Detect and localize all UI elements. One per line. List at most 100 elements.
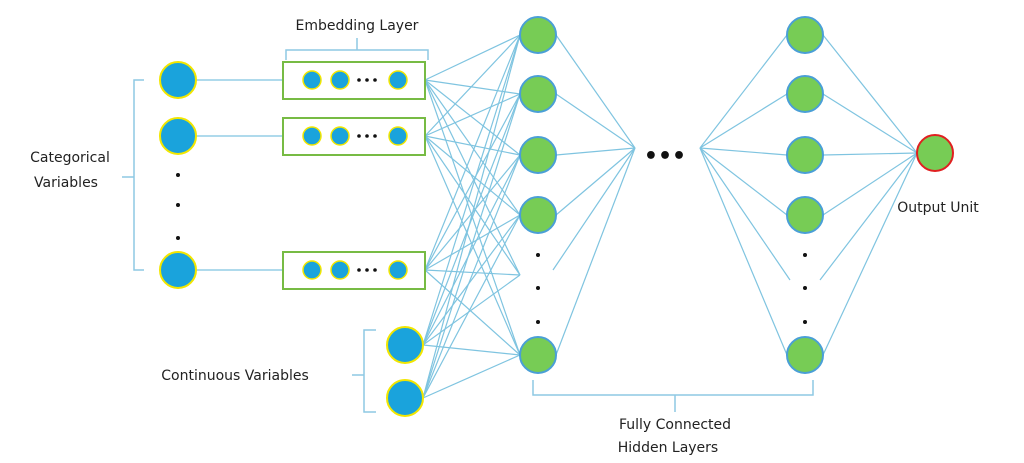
ellipsis-dot: [365, 78, 369, 82]
hidden-node-layer-2: [786, 16, 824, 54]
edge: [699, 34, 788, 149]
edge: [422, 354, 521, 399]
edge: [424, 135, 521, 276]
embedding-unit: [302, 126, 322, 146]
edge: [422, 214, 521, 399]
hidden-node-layer-2: [786, 136, 824, 174]
ellipsis-dot: [365, 134, 369, 138]
categorical-label-2: Variables: [34, 175, 98, 191]
embedding-unit: [330, 70, 350, 90]
edge: [422, 154, 521, 399]
ellipsis-dot: [176, 203, 180, 207]
edge: [424, 34, 521, 137]
edge: [822, 152, 918, 356]
continuous-input-node: [386, 326, 424, 364]
embedding-unit: [330, 126, 350, 146]
hidden-node-layer-2: [786, 196, 824, 234]
edge: [422, 274, 521, 346]
ellipsis-dot: [803, 320, 807, 324]
output-unit-label: Output Unit: [897, 200, 979, 216]
embedding-brace: [285, 38, 429, 60]
edge: [424, 93, 521, 137]
edge: [424, 269, 521, 356]
edge: [699, 147, 788, 356]
embedding-layer-label: Embedding Layer: [296, 18, 419, 34]
embedding-unit: [388, 126, 408, 146]
continuous-brace: [352, 329, 376, 413]
edge: [424, 34, 521, 271]
edge: [699, 147, 788, 216]
edge: [822, 152, 918, 216]
hidden-label-1: Fully Connected: [619, 417, 731, 433]
edge: [422, 34, 521, 346]
embedding-unit: [388, 70, 408, 90]
ellipsis-dot: [176, 236, 180, 240]
edge: [422, 93, 521, 346]
ellipsis-dot: [373, 78, 377, 82]
edge: [422, 34, 521, 399]
embedding-unit: [302, 70, 322, 90]
hidden-node-layer-1: [519, 136, 557, 174]
hidden-node-layer-1: [519, 16, 557, 54]
continuous-input-node: [386, 379, 424, 417]
embedding-unit: [302, 260, 322, 280]
hidden-node-layer-1: [519, 336, 557, 374]
categorical-input-node: [159, 61, 197, 99]
edge: [424, 93, 521, 271]
categorical-label-1: Categorical: [30, 150, 110, 166]
ellipsis-dot: [803, 253, 807, 257]
ellipsis-dot: [536, 253, 540, 257]
embedding-unit: [330, 260, 350, 280]
edge: [822, 152, 918, 156]
edge: [822, 93, 918, 154]
edge: [699, 93, 788, 149]
ellipsis-dot: [357, 78, 361, 82]
edge: [422, 93, 521, 399]
braces: [122, 38, 814, 413]
edge: [552, 147, 636, 271]
edge: [822, 34, 918, 154]
ellipsis-dot: [357, 134, 361, 138]
edge: [424, 269, 521, 276]
edge: [424, 135, 521, 356]
edge: [424, 34, 521, 81]
categorical-input-node: [159, 117, 197, 155]
ellipsis-dot: [536, 320, 540, 324]
edge: [422, 214, 521, 346]
edge: [699, 147, 788, 156]
continuous-label: Continuous Variables: [161, 368, 309, 384]
hidden-node-layer-1: [519, 75, 557, 113]
hidden-node-layer-2: [786, 336, 824, 374]
ellipsis-dot: [365, 268, 369, 272]
hidden-node-layer-1: [519, 196, 557, 234]
ellipsis-dot: [536, 286, 540, 290]
hidden-label-2: Hidden Layers: [618, 440, 718, 456]
edge: [424, 79, 521, 216]
ellipsis-dot: [373, 134, 377, 138]
categorical-input-node: [159, 251, 197, 289]
edge: [555, 147, 636, 356]
hidden-ellipsis: •••: [644, 144, 686, 169]
ellipsis-dot: [176, 173, 180, 177]
edge: [424, 79, 521, 156]
edge: [424, 135, 521, 156]
edge: [424, 79, 521, 95]
ellipsis-dot: [803, 286, 807, 290]
edge: [555, 147, 636, 216]
connections: [196, 34, 918, 399]
edge: [555, 93, 636, 149]
ellipsis-dot: [357, 268, 361, 272]
edge: [819, 152, 918, 281]
edge: [699, 147, 791, 281]
edge: [424, 79, 521, 276]
output-node: [916, 134, 954, 172]
edge: [555, 34, 636, 149]
ellipsis-dot: [373, 268, 377, 272]
nodes: [159, 16, 954, 417]
edge: [555, 147, 636, 156]
hidden-brace: [532, 380, 814, 412]
embedding-unit: [388, 260, 408, 280]
labels: Embedding Layer Categorical Variables Co…: [30, 18, 979, 456]
edge: [424, 135, 521, 216]
